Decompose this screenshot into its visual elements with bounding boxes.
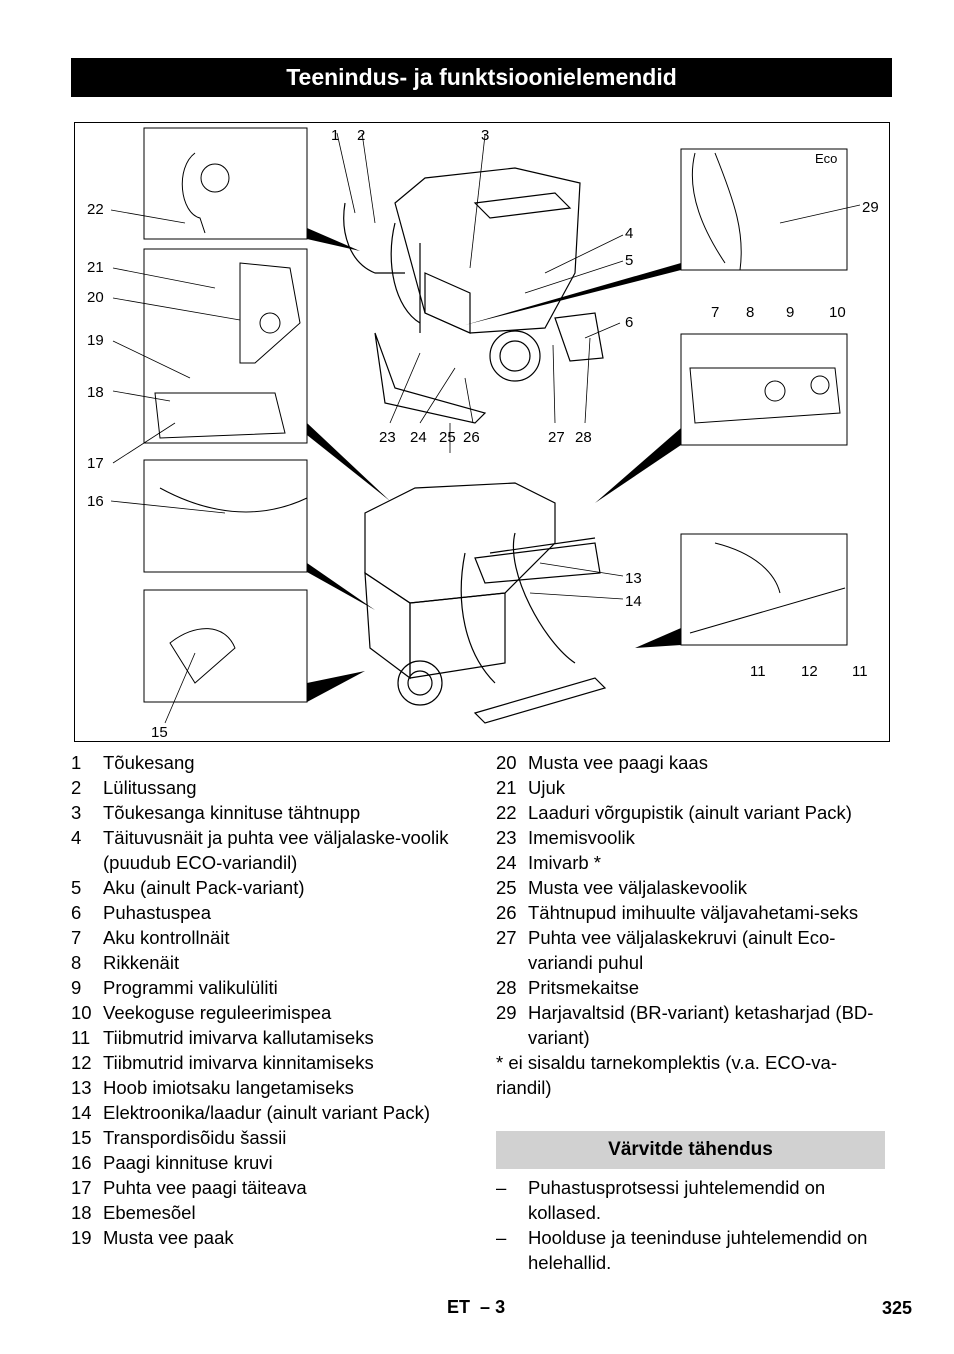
callout-4: 4 [625, 225, 633, 242]
inset-squeegee [680, 533, 848, 646]
callout-22: 22 [87, 201, 104, 218]
inset-transport-chassis [143, 589, 308, 703]
page-number: 325 [881, 1298, 912, 1318]
callout-20: 20 [87, 289, 104, 306]
callout-8: 8 [746, 304, 754, 321]
callout-27: 27 [548, 429, 565, 446]
callout-12: 12 [801, 663, 818, 680]
colors-heading: Värvitde tähendus [496, 1131, 885, 1169]
callout-10: 10 [829, 304, 846, 321]
inset-dirty-tank [143, 248, 308, 444]
callout-6: 6 [625, 314, 633, 331]
machine-illustration: 1 2 3 4 5 6 7 8 9 10 11 11 12 13 14 15 1… [74, 122, 890, 742]
list-item: –Puhastusprotsessi juhtelemendid on koll… [496, 1177, 826, 1223]
list-item: –Hoolduse ja teeninduse juhtelemendid on… [496, 1227, 868, 1273]
callout-14: 14 [625, 593, 642, 610]
callout-3: 3 [481, 127, 489, 144]
callout-11b: 11 [852, 663, 868, 680]
page-title: Teenindus- ja funktsioonielemendid [71, 58, 892, 97]
callout-29: 29 [862, 199, 879, 216]
callout-16: 16 [87, 493, 104, 510]
callout-9: 9 [786, 304, 794, 321]
callout-1: 1 [331, 127, 339, 144]
colors-list: –Puhastusprotsessi juhtelemendid on koll… [496, 1175, 891, 1275]
inset-charger-plug [143, 127, 308, 240]
callout-18: 18 [87, 384, 104, 401]
callout-labels: 1 2 3 4 5 6 7 8 9 10 11 11 12 13 14 15 1… [87, 127, 879, 741]
callout-5: 5 [625, 252, 633, 269]
callout-7: 7 [711, 304, 719, 321]
inset-tank-screw [143, 459, 308, 573]
callout-21: 21 [87, 259, 104, 276]
callout-11a: 11 [750, 663, 766, 680]
callout-17: 17 [87, 455, 104, 472]
callout-28: 28 [575, 429, 592, 446]
inset-brushes [680, 148, 848, 271]
footnote: * ei sisaldu tarnekomplektis (v.a. ECO-v… [496, 1052, 837, 1098]
inset-control-panel [680, 333, 848, 446]
callout-2: 2 [357, 127, 365, 144]
eco-label: Eco [815, 151, 837, 166]
illustration-svg: 1 2 3 4 5 6 7 8 9 10 11 11 12 13 14 15 1… [87, 127, 879, 741]
callout-13: 13 [625, 570, 642, 587]
callout-15: 15 [151, 724, 168, 741]
callout-25: 25 [439, 429, 456, 446]
callout-24: 24 [410, 429, 427, 446]
callout-26: 26 [463, 429, 480, 446]
callout-19: 19 [87, 332, 104, 349]
callout-23: 23 [379, 429, 396, 446]
footer-section-label: ET – 3 [447, 1297, 506, 1317]
